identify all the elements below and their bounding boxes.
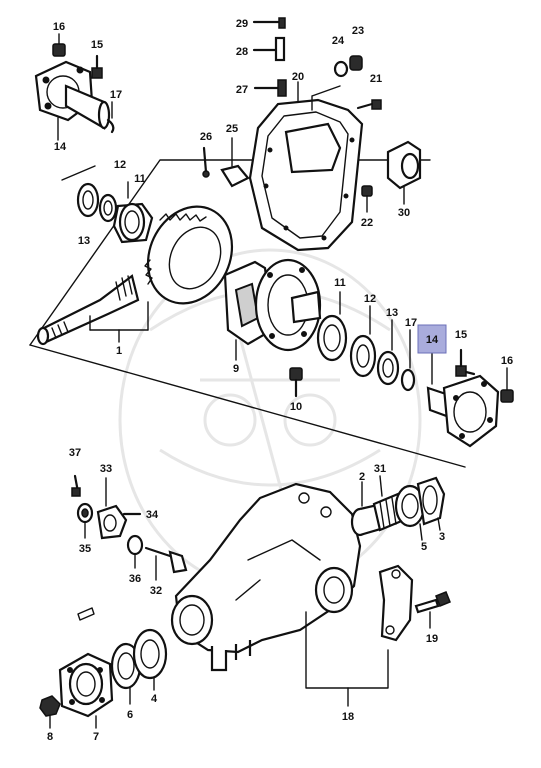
bolt-15-upper [91, 54, 103, 79]
screw-26 [202, 146, 210, 178]
callout-label: 12 [114, 159, 126, 171]
callout-label: 8 [47, 731, 53, 743]
callout-label: 13 [78, 235, 90, 247]
bolt-22 [361, 185, 373, 213]
callout-label: 14 [54, 141, 67, 153]
callout-label: 13 [386, 307, 398, 319]
callout-label: 7 [93, 731, 99, 743]
callout-label: 32 [150, 585, 162, 597]
callout-label: 37 [69, 447, 81, 459]
rear-cover [248, 81, 364, 252]
bolt-19 [414, 591, 451, 629]
oil-seal-17-upper [106, 101, 115, 134]
callout-label: 4 [151, 693, 158, 705]
callout-label: 36 [129, 573, 141, 585]
callout-label: 11 [134, 173, 146, 185]
callout-label: 9 [233, 363, 239, 375]
callout-label: 5 [421, 541, 427, 553]
bushing-30 [386, 140, 422, 205]
callout-label: 1 [116, 345, 122, 357]
callout-label: 24 [332, 35, 345, 47]
bearing-cup-3 [416, 476, 446, 531]
washer-35 [76, 502, 94, 539]
gasket-36 [126, 534, 144, 569]
oil-seal-17-right [400, 329, 416, 392]
callout-label: 26 [200, 131, 212, 143]
callout-label: 33 [100, 463, 112, 475]
callout-label: 14 [426, 334, 439, 346]
bolt-21 [356, 99, 382, 110]
callout-label: 6 [127, 709, 133, 721]
callout-label: 11 [334, 277, 346, 289]
gasket-24 [333, 60, 349, 78]
callout-label: 17 [405, 317, 417, 329]
ring-gear [144, 205, 234, 305]
bearing-11-upper [112, 181, 154, 244]
bearing-13-upper [76, 182, 100, 218]
drive-pinion-shaft [36, 274, 149, 346]
callout-label: 16 [53, 21, 65, 33]
washer-small [77, 607, 95, 621]
plug-23 [349, 55, 363, 71]
callout-label: 15 [91, 39, 103, 51]
differential-housing [170, 482, 362, 672]
bearing-13-right [376, 319, 400, 386]
bearing-11-right [316, 291, 348, 362]
callout-label: 16 [501, 355, 513, 367]
companion-flange-lower [58, 652, 114, 729]
callout-label: 12 [364, 293, 376, 305]
callout-label: 29 [236, 18, 248, 30]
breather-cap-25 [220, 137, 250, 188]
callout-label: 31 [374, 463, 386, 475]
callout-label: 30 [398, 207, 410, 219]
differential-case [223, 258, 322, 361]
callout-label: 2 [359, 471, 365, 483]
callout-label: 15 [455, 329, 467, 341]
callout-label: 28 [236, 46, 248, 58]
nut-16-upper [52, 33, 66, 57]
housing-bracket-18 [305, 564, 414, 707]
callout-label: 10 [290, 401, 302, 413]
callout-label: 18 [342, 711, 354, 723]
callout-label: 17 [110, 89, 122, 101]
spacer-28 [252, 36, 286, 62]
callout-label: 19 [426, 633, 438, 645]
callout-label: 20 [292, 71, 304, 83]
callout-labels: 1 2 3 4 5 6 7 8 9 10 11 11 12 12 13 13 1… [47, 18, 513, 743]
callout-label: 25 [226, 123, 238, 135]
callout-label: 3 [439, 531, 445, 543]
callout-label: 35 [79, 543, 91, 555]
bolt-15-right [455, 348, 476, 377]
bolt-29 [252, 17, 286, 29]
shim-12-right [349, 305, 377, 378]
callout-label: 22 [361, 217, 373, 229]
callout-label: 23 [352, 25, 364, 37]
bolt-37 [71, 474, 81, 497]
callout-label: 21 [370, 73, 382, 85]
callout-highlight-box [417, 324, 447, 354]
bracket-33 [96, 477, 128, 540]
bearing-12-upper [98, 193, 118, 223]
bolt-10 [289, 367, 303, 398]
nut-8 [39, 695, 61, 729]
callout-label: 27 [236, 84, 248, 96]
pin-27 [253, 79, 287, 97]
nut-16-right [500, 367, 514, 403]
bearing-4 [132, 628, 168, 691]
callout-label: 34 [146, 509, 159, 521]
companion-flange-upper [34, 60, 111, 141]
companion-flange-right [426, 349, 500, 448]
bolt-32 [144, 546, 188, 581]
